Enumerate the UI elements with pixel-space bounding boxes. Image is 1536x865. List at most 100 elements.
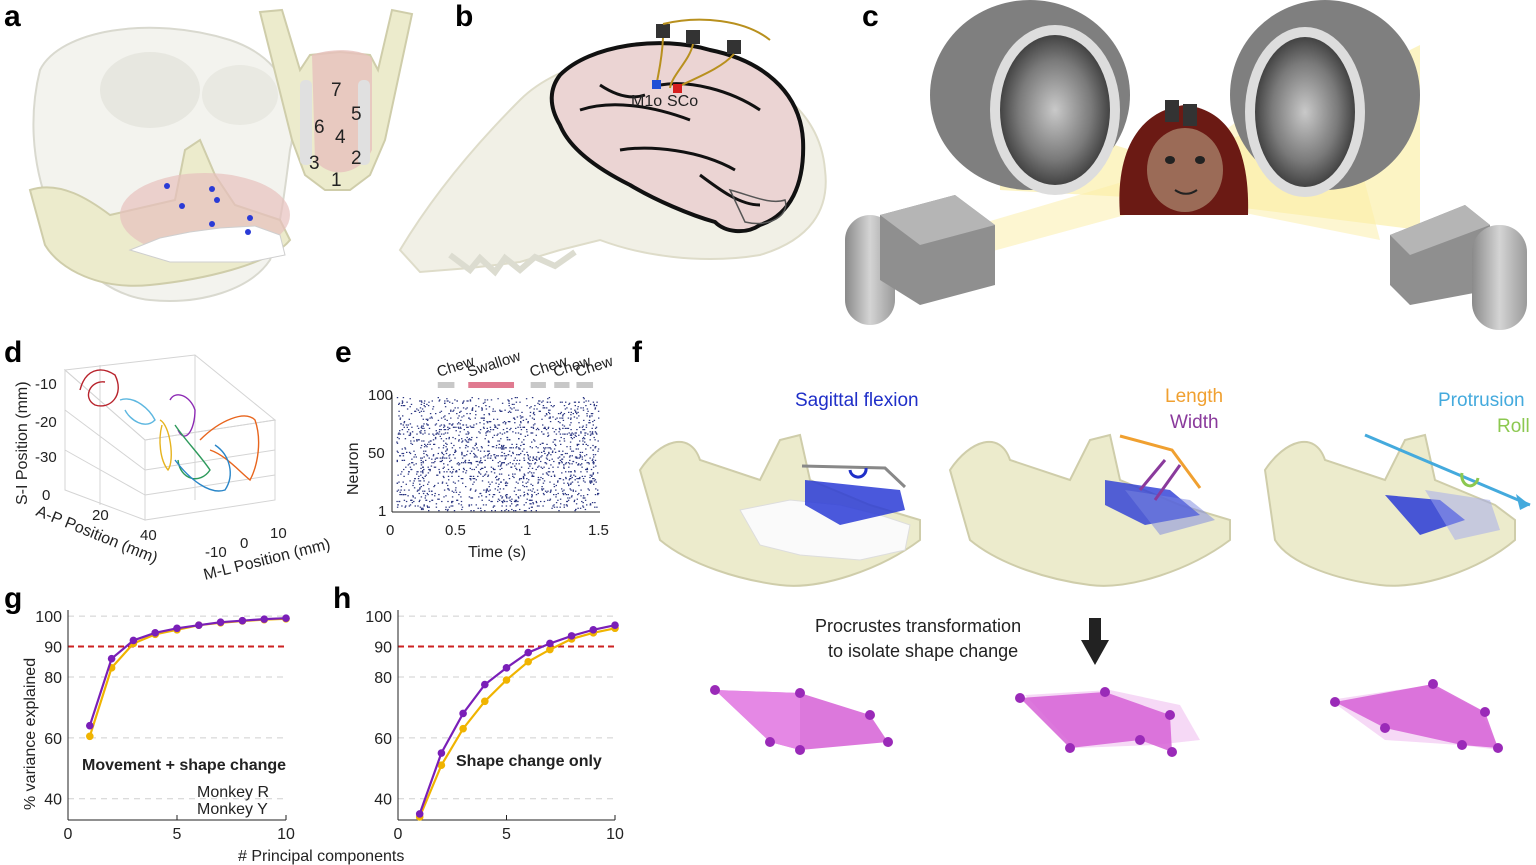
spike <box>562 415 564 417</box>
spike <box>546 414 548 416</box>
spike <box>439 435 441 437</box>
spike <box>406 431 409 433</box>
spike <box>578 422 580 424</box>
spike <box>496 455 498 457</box>
spike <box>443 471 445 473</box>
spike <box>558 456 561 458</box>
spike <box>419 499 421 501</box>
spike <box>568 403 570 405</box>
spike <box>587 444 589 447</box>
spike <box>473 481 475 483</box>
spike <box>555 496 557 498</box>
spike <box>570 418 572 420</box>
spike <box>577 478 580 480</box>
spike <box>593 483 595 485</box>
spike <box>545 413 548 415</box>
spike <box>562 492 564 495</box>
spike <box>470 426 473 428</box>
spike <box>407 473 410 475</box>
spike <box>459 411 461 413</box>
spike <box>399 455 401 457</box>
spike <box>594 439 596 441</box>
spike <box>446 510 449 512</box>
spike <box>482 417 484 419</box>
spike <box>484 459 486 461</box>
spike <box>484 473 487 475</box>
spike <box>480 510 482 512</box>
spike <box>452 410 454 412</box>
spike <box>532 459 534 461</box>
spike <box>589 434 592 436</box>
spike <box>597 410 600 412</box>
spike <box>506 484 508 487</box>
spike <box>538 465 540 467</box>
spike <box>468 432 470 434</box>
spike <box>498 473 501 475</box>
spike <box>531 496 533 498</box>
spike <box>523 454 526 456</box>
spike <box>558 478 561 480</box>
data-point <box>282 614 290 623</box>
spike <box>472 483 474 485</box>
spike <box>447 432 449 434</box>
data-point <box>481 680 489 689</box>
spike <box>396 442 399 444</box>
spike <box>484 455 487 457</box>
spike <box>523 448 525 450</box>
h-title: Shape change only <box>456 753 602 770</box>
spike <box>471 426 474 428</box>
spike <box>486 422 489 424</box>
spike <box>482 504 485 506</box>
spike <box>596 401 598 403</box>
landmark-4: 4 <box>335 127 346 148</box>
spike <box>448 413 450 415</box>
spike <box>427 466 429 468</box>
panel-d-label: d <box>4 336 22 369</box>
spike <box>593 478 595 480</box>
spike <box>479 422 481 424</box>
spike <box>405 505 407 507</box>
landmark-5: 5 <box>351 104 362 125</box>
spike <box>557 481 559 483</box>
spike <box>569 488 571 490</box>
spike <box>416 471 418 473</box>
spike <box>561 401 563 403</box>
spike <box>509 421 511 423</box>
spike <box>489 426 492 428</box>
spike <box>487 474 490 476</box>
spike <box>495 444 498 447</box>
spike <box>570 414 572 416</box>
spike <box>463 415 465 417</box>
spike <box>546 491 548 493</box>
spike <box>555 433 558 435</box>
spike <box>575 457 577 459</box>
spike <box>457 407 459 409</box>
spike <box>520 452 522 455</box>
spike <box>475 455 477 457</box>
spike <box>573 416 576 418</box>
spike <box>399 455 402 457</box>
spike <box>464 447 467 449</box>
spike <box>434 460 436 463</box>
spike <box>515 409 517 411</box>
spike <box>417 471 419 473</box>
spike <box>513 500 516 503</box>
spike <box>584 508 587 511</box>
spike <box>582 397 585 399</box>
spike <box>523 486 526 488</box>
ytick-label: 40 <box>374 792 392 809</box>
spike <box>408 489 410 491</box>
spike <box>505 447 507 449</box>
spike <box>523 478 525 480</box>
spike <box>541 401 543 403</box>
spike <box>568 483 570 485</box>
spike <box>504 457 507 459</box>
spike <box>524 435 527 437</box>
spike <box>426 423 428 425</box>
spike <box>483 489 485 491</box>
spike <box>447 464 449 466</box>
e-xlabel: Time (s) <box>468 544 526 561</box>
spike <box>497 500 499 503</box>
spike <box>559 417 561 419</box>
spike <box>566 505 568 507</box>
